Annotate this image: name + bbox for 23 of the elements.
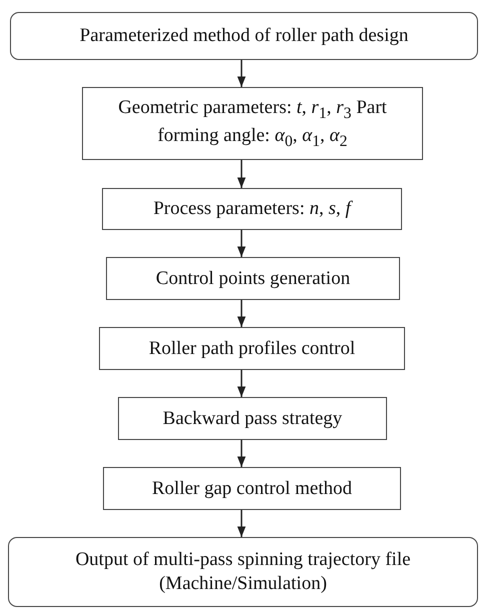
process-box bbox=[99, 327, 405, 370]
node-text: Process parameters: n, s, f bbox=[153, 197, 351, 221]
arrow bbox=[237, 60, 246, 87]
node-text: Roller gap control method bbox=[152, 476, 352, 500]
end-box bbox=[8, 537, 478, 607]
node-text: Parameterized method of roller path design bbox=[80, 24, 408, 48]
node-text: Roller path profiles control bbox=[148, 336, 356, 360]
process-box bbox=[118, 397, 387, 440]
process-box bbox=[82, 87, 423, 160]
arrow bbox=[237, 160, 246, 188]
node-text: Backward pass strategy bbox=[162, 406, 342, 430]
arrow bbox=[237, 230, 246, 257]
process-box bbox=[106, 257, 400, 300]
node-text: Control points generation bbox=[156, 266, 350, 290]
arrow bbox=[237, 300, 246, 327]
arrow bbox=[237, 440, 246, 467]
arrow bbox=[237, 370, 246, 397]
process-box bbox=[102, 188, 402, 230]
arrow bbox=[237, 510, 246, 537]
start-box bbox=[10, 12, 478, 60]
process-box bbox=[103, 467, 401, 510]
node-text: Output of multi-pass spinning trajectory file (Machine/Simulation) bbox=[74, 548, 412, 596]
node-text: Geometric parameters: t, r$_{1}$, r$_{3}$ Part forming angle: α$_{0}$, α$_{1}$, α$_{2}$ bbox=[117, 96, 388, 152]
